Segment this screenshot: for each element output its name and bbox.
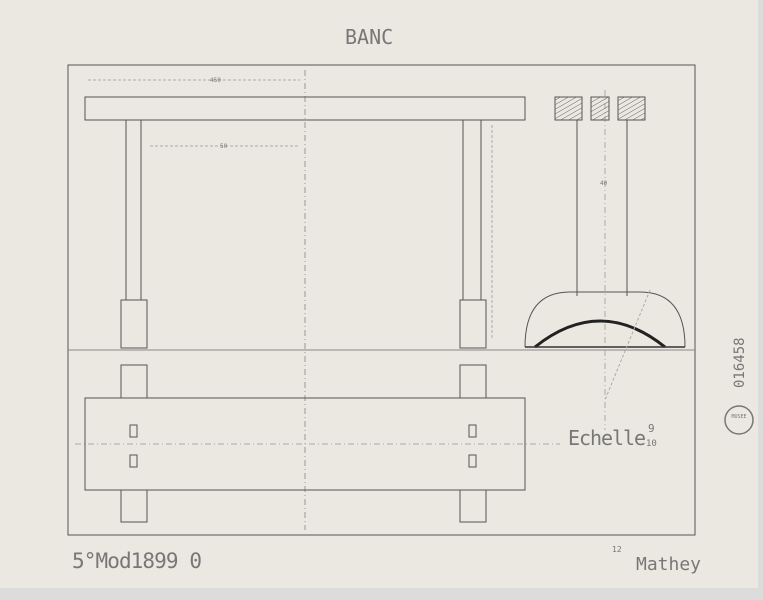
model-note: 5°Mod1899 0 (72, 549, 202, 573)
dimension-label: 450 (210, 77, 221, 84)
left-foot (120, 299, 148, 349)
side-foot-outline (524, 291, 686, 348)
signature: Mathey (636, 554, 701, 575)
mortise (129, 424, 138, 438)
right-leg-plan (459, 364, 487, 399)
mortise (468, 454, 477, 468)
svg-text:MUSEE: MUSEE (731, 414, 746, 420)
signature-mark: 12 (612, 545, 622, 554)
left-leg (125, 119, 142, 301)
right-leg (462, 119, 482, 301)
drawing-title: BANC (345, 25, 393, 49)
drawing-border (67, 64, 696, 536)
mortise (129, 454, 138, 468)
scale-label: Echelle (568, 426, 646, 450)
hatched-sections (554, 96, 646, 121)
scale-denominator: 10 (646, 439, 657, 449)
left-leg-plan (120, 489, 148, 523)
right-leg-plan (459, 489, 487, 523)
archive-number: 016458 (732, 337, 748, 388)
museum-stamp: MUSEE (724, 405, 754, 435)
bench-top-front (84, 96, 526, 121)
mortise (468, 424, 477, 438)
scale-numerator: 9 (648, 422, 655, 435)
side-foot-arch (534, 319, 666, 349)
right-foot (459, 299, 487, 349)
dimension-label: 50 (220, 143, 228, 150)
bench-top-plan (84, 397, 526, 491)
left-leg-plan (120, 364, 148, 399)
dimension-label: 40 (600, 180, 608, 187)
